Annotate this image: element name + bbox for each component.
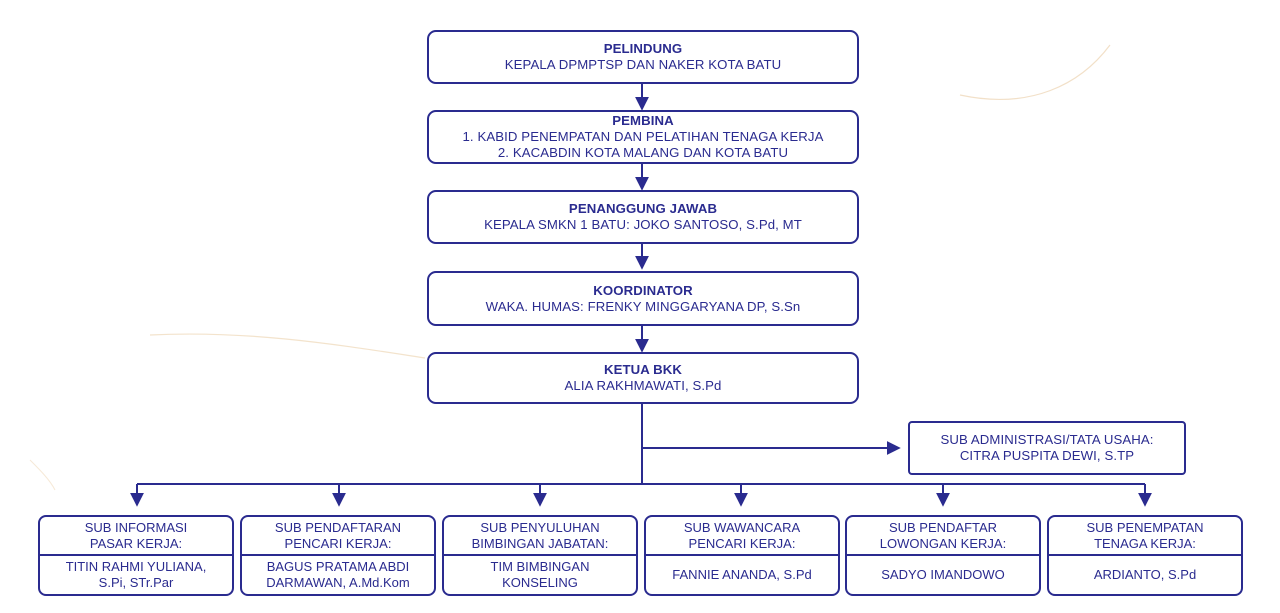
penanggung-jawab-line: KEPALA SMKN 1 BATU: JOKO SANTOSO, S.Pd, … xyxy=(484,217,802,232)
ketua-bkk-line: ALIA RAKHMAWATI, S.Pd xyxy=(564,378,722,393)
koordinator-title: KOORDINATOR xyxy=(593,282,693,298)
sub-informasi-box: SUB INFORMASI PASAR KERJA: TITIN RAHMI Y… xyxy=(38,515,234,596)
decor-stroke-top xyxy=(959,44,1111,100)
sub-penyuluhan-title: SUB PENYULUHAN BIMBINGAN JABATAN: xyxy=(444,517,636,556)
sub-pendaftar-lowongan-title: SUB PENDAFTAR LOWONGAN KERJA: xyxy=(847,517,1039,556)
decor-stroke-mid xyxy=(149,333,426,359)
sub-penempatan-box: SUB PENEMPATAN TENAGA KERJA: ARDIANTO, S… xyxy=(1047,515,1243,596)
sub-pendaftaran-name: BAGUS PRATAMA ABDI DARMAWAN, A.Md.Kom xyxy=(266,559,410,590)
pembina-line-1: 1. KABID PENEMPATAN DAN PELATIHAN TENAGA… xyxy=(462,129,824,144)
pelindung-box: PELINDUNG KEPALA DPMPTSP DAN NAKER KOTA … xyxy=(427,30,859,84)
sub-pendaftar-lowongan-box: SUB PENDAFTAR LOWONGAN KERJA: SADYO IMAN… xyxy=(845,515,1041,596)
koordinator-line: WAKA. HUMAS: FRENKY MINGGARYANA DP, S.Sn xyxy=(485,298,801,314)
pembina-title: PEMBINA xyxy=(612,113,674,128)
sub-pendaftaran-title: SUB PENDAFTARAN PENCARI KERJA: xyxy=(242,517,434,556)
sub-wawancara-box: SUB WAWANCARA PENCARI KERJA: FANNIE ANAN… xyxy=(644,515,840,596)
sub-administrasi-box: SUB ADMINISTRASI/TATA USAHA: CITRA PUSPI… xyxy=(908,421,1186,475)
sub-penyuluhan-name: TIM BIMBINGAN KONSELING xyxy=(490,559,590,590)
sub-administrasi-title: SUB ADMINISTRASI/TATA USAHA: xyxy=(940,432,1154,447)
sub-informasi-name: TITIN RAHMI YULIANA, S.Pi, STr.Par xyxy=(65,559,207,590)
sub-pendaftar-lowongan-name: SADYO IMANDOWO xyxy=(881,567,1005,582)
decor-stroke-left xyxy=(29,459,56,491)
sub-penempatan-name: ARDIANTO, S.Pd xyxy=(1093,567,1197,582)
pembina-line-2: 2. KACABDIN KOTA MALANG DAN KOTA BATU xyxy=(497,145,789,160)
koordinator-box: KOORDINATOR WAKA. HUMAS: FRENKY MINGGARY… xyxy=(427,271,859,326)
penanggung-jawab-title: PENANGGUNG JAWAB xyxy=(568,201,718,216)
sub-informasi-title: SUB INFORMASI PASAR KERJA: xyxy=(40,517,232,556)
ketua-bkk-box: KETUA BKK ALIA RAKHMAWATI, S.Pd xyxy=(427,352,859,404)
sub-wawancara-name: FANNIE ANANDA, S.Pd xyxy=(672,567,812,582)
pembina-box: PEMBINA 1. KABID PENEMPATAN DAN PELATIHA… xyxy=(427,110,859,164)
sub-wawancara-title: SUB WAWANCARA PENCARI KERJA: xyxy=(646,517,838,556)
pelindung-line: KEPALA DPMPTSP DAN NAKER KOTA BATU xyxy=(504,57,782,72)
sub-administrasi-name: CITRA PUSPITA DEWI, S.TP xyxy=(959,448,1135,463)
penanggung-jawab-box: PENANGGUNG JAWAB KEPALA SMKN 1 BATU: JOK… xyxy=(427,190,859,244)
ketua-bkk-title: KETUA BKK xyxy=(603,362,683,377)
sub-penempatan-title: SUB PENEMPATAN TENAGA KERJA: xyxy=(1049,517,1241,556)
sub-penyuluhan-box: SUB PENYULUHAN BIMBINGAN JABATAN: TIM BI… xyxy=(442,515,638,596)
pelindung-title: PELINDUNG xyxy=(603,41,683,56)
sub-pendaftaran-box: SUB PENDAFTARAN PENCARI KERJA: BAGUS PRA… xyxy=(240,515,436,596)
